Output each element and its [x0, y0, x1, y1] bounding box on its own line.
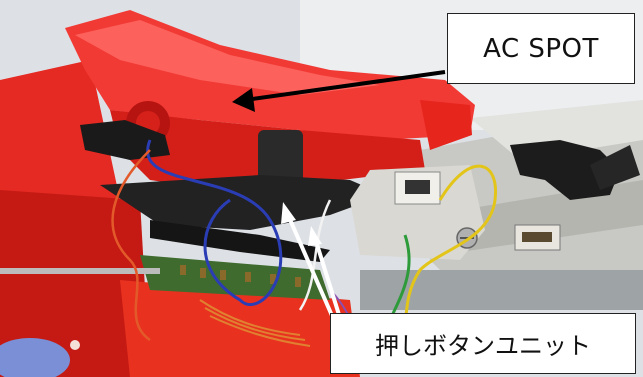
red-housing-shadow — [0, 190, 150, 377]
right-connector-slot — [522, 232, 552, 242]
orange-wire-bundle — [199, 299, 311, 347]
blue-object — [0, 338, 70, 377]
black-clip-small — [590, 145, 640, 190]
terminal-block — [350, 165, 485, 260]
ac-spot-label: AC SPOT — [447, 13, 635, 84]
screw-bottom-left — [70, 340, 80, 350]
metal-rod — [0, 268, 160, 274]
terminal-slot — [405, 180, 430, 194]
orange-wire-left — [111, 149, 151, 342]
black-clip — [510, 140, 620, 200]
gray-housing-rail — [430, 180, 643, 255]
black-cam — [258, 130, 303, 190]
push-button-unit-label: 押しボタンユニット — [330, 313, 636, 374]
black-strip — [150, 220, 330, 262]
yellow-wire — [398, 164, 498, 346]
terminal-screw-housing — [394, 171, 441, 205]
pcb-board — [140, 255, 330, 300]
blue-wire — [146, 139, 283, 306]
red-lever-side — [420, 100, 472, 150]
